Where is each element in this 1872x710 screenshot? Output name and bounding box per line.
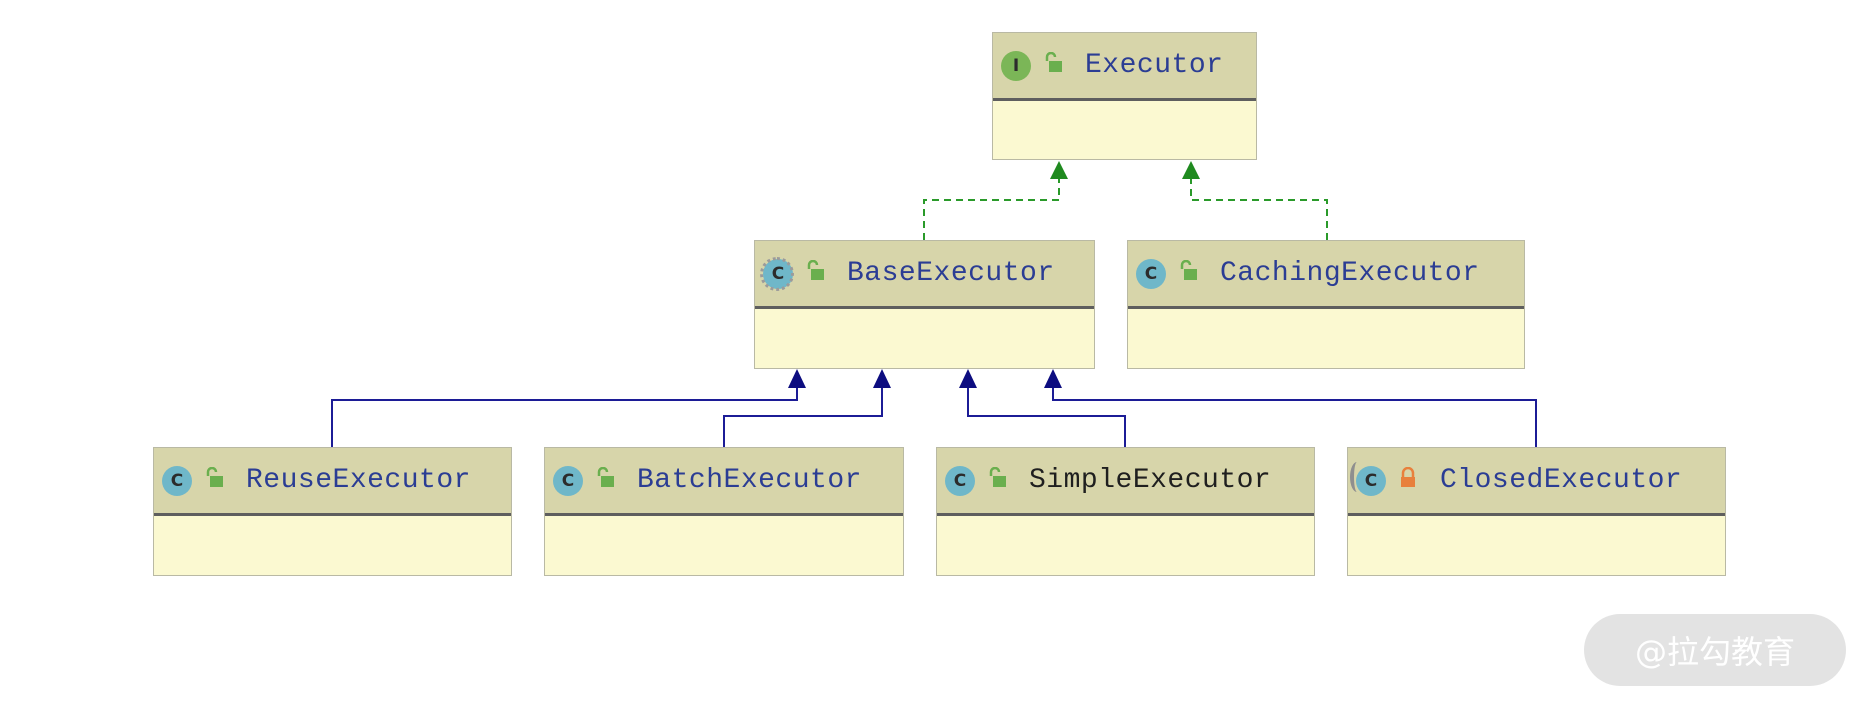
class-header: C BaseExecutor [755, 241, 1094, 309]
class-icon: C [945, 465, 975, 496]
class-box-batchexecutor[interactable]: C BatchExecutor [544, 447, 904, 576]
interface-icon: I [1001, 50, 1031, 81]
class-header: C ReuseExecutor [154, 448, 511, 516]
arrowhead-to-base-1 [788, 369, 806, 388]
class-box-reuseexecutor[interactable]: C ReuseExecutor [153, 447, 512, 576]
public-unlocked-icon [1178, 259, 1198, 287]
class-name: Executor [1085, 50, 1224, 81]
extends-arrowheads [788, 369, 1062, 388]
arrowhead-to-executor-1 [1050, 161, 1068, 179]
class-header: C ClosedExecutor [1348, 448, 1725, 516]
edge-cachingexecutor-implements-executor [1190, 176, 1328, 240]
watermark: @拉勾教育 [1584, 614, 1846, 686]
arrowhead-to-base-2 [873, 369, 891, 388]
final-class-icon: C [1350, 461, 1386, 496]
private-lock-icon [1398, 466, 1418, 494]
class-header: C BatchExecutor [545, 448, 903, 516]
edge-batchexecutor-extends-baseexecutor [723, 385, 883, 447]
class-name: SimpleExecutor [1029, 465, 1272, 496]
class-box-cachingexecutor[interactable]: C CachingExecutor [1127, 240, 1525, 369]
class-icon: C [1136, 258, 1166, 289]
public-unlocked-icon [595, 466, 615, 494]
public-unlocked-icon [805, 259, 825, 287]
abstract-class-icon: C [760, 256, 794, 291]
edge-simpleexecutor-extends-baseexecutor [967, 385, 1126, 447]
public-unlocked-icon [987, 466, 1007, 494]
class-icon: C [162, 465, 192, 496]
arrowhead-to-base-4 [1044, 369, 1062, 388]
class-box-executor[interactable]: I Executor [992, 32, 1257, 160]
class-header: I Executor [993, 33, 1256, 101]
class-name: ClosedExecutor [1440, 465, 1683, 496]
edge-baseexecutor-implements-executor [923, 176, 1060, 240]
class-header: C SimpleExecutor [937, 448, 1314, 516]
class-box-closedexecutor[interactable]: C ClosedExecutor [1347, 447, 1726, 576]
class-icon: C [553, 465, 583, 496]
class-name: ReuseExecutor [246, 465, 471, 496]
public-unlocked-icon [204, 466, 224, 494]
class-box-baseexecutor[interactable]: C BaseExecutor [754, 240, 1095, 369]
implements-edges [923, 176, 1328, 240]
edge-reuseexecutor-extends-baseexecutor [331, 385, 798, 447]
edge-closedexecutor-extends-baseexecutor [1052, 385, 1537, 447]
public-unlocked-icon [1043, 51, 1063, 79]
implements-arrowheads [1050, 161, 1200, 179]
class-name: BaseExecutor [847, 258, 1055, 289]
class-name: BatchExecutor [637, 465, 862, 496]
class-box-simpleexecutor[interactable]: C SimpleExecutor [936, 447, 1315, 576]
arrowhead-to-base-3 [959, 369, 977, 388]
class-name: CachingExecutor [1220, 258, 1480, 289]
arrowhead-to-executor-2 [1182, 161, 1200, 179]
class-header: C CachingExecutor [1128, 241, 1524, 309]
extends-edges [331, 385, 1537, 447]
